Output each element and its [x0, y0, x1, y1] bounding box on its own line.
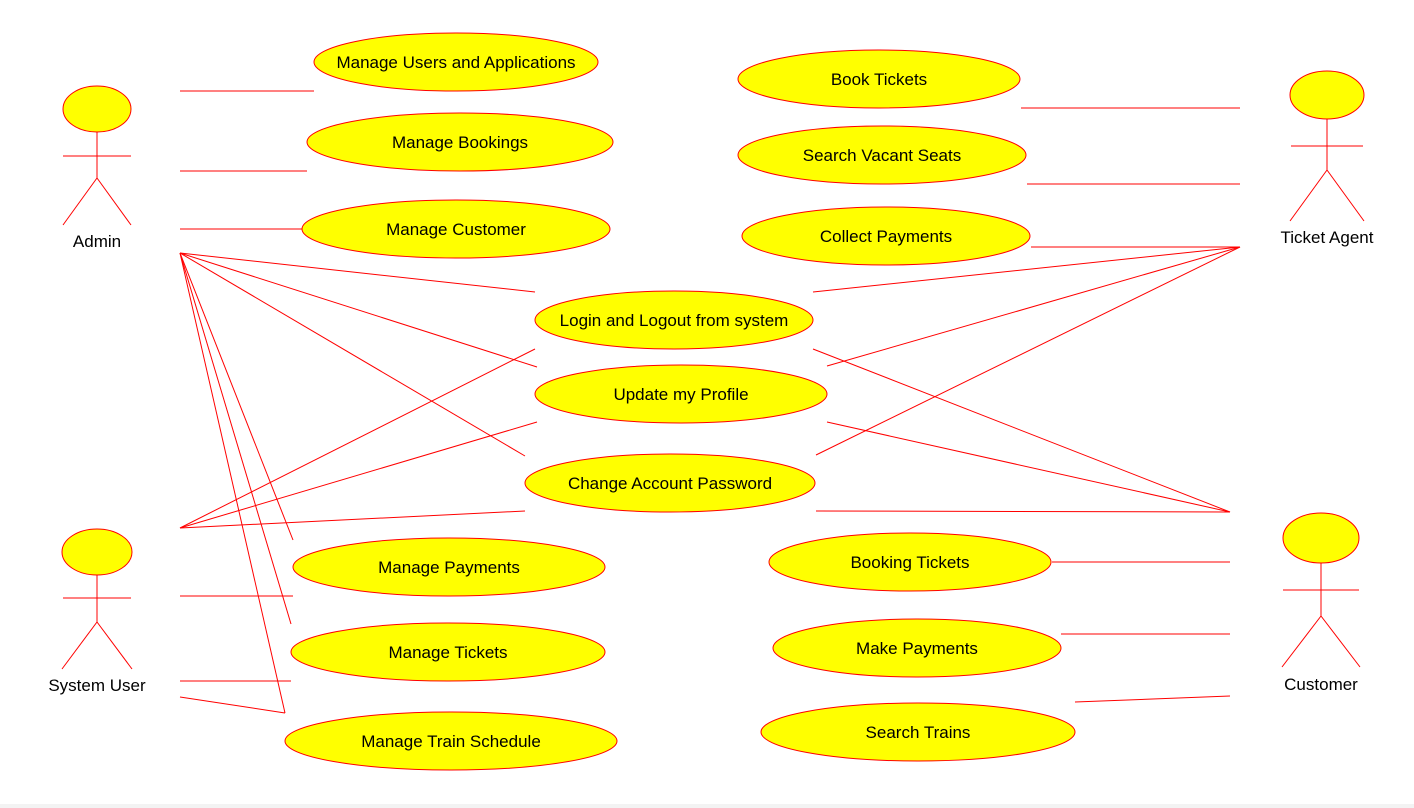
- use-case-label: Manage Train Schedule: [361, 732, 541, 751]
- actor-head: [1289, 70, 1365, 120]
- actor-head: [62, 85, 132, 133]
- use-case-make-payments[interactable]: Make Payments: [772, 618, 1062, 678]
- assoc-admin-manage-tickets: [179, 252, 292, 625]
- assoc-admin-manage-payments: [179, 252, 294, 541]
- use-case-label: Search Vacant Seats: [803, 146, 961, 165]
- assoc-agent-login: [812, 246, 1241, 293]
- use-case-label: Manage Users and Applications: [336, 53, 575, 72]
- use-case-manage-tickets[interactable]: Manage Tickets: [290, 622, 606, 682]
- use-case-update-profile[interactable]: Update my Profile: [534, 364, 828, 424]
- assoc-sysuser-manage-train-schedule: [179, 696, 286, 714]
- use-case-label: Manage Payments: [378, 558, 520, 577]
- actor-customer[interactable]: Customer: [1281, 512, 1361, 694]
- assoc-admin-change-password: [179, 252, 526, 457]
- use-case-label: Booking Tickets: [850, 553, 969, 572]
- actor-admin[interactable]: Admin: [62, 85, 132, 251]
- use-case-booking-tickets[interactable]: Booking Tickets: [768, 532, 1052, 592]
- bottom-bar: [0, 804, 1414, 808]
- assoc-sysuser-update-profile: [179, 421, 538, 529]
- assoc-admin-update-profile: [179, 252, 538, 368]
- actor-label: Ticket Agent: [1281, 228, 1374, 247]
- use-case-manage-payments[interactable]: Manage Payments: [292, 537, 606, 597]
- actor-label: Customer: [1284, 675, 1358, 694]
- assoc-sysuser-login: [179, 348, 536, 529]
- use-case-login-logout[interactable]: Login and Logout from system: [534, 290, 814, 350]
- use-case-label: Login and Logout from system: [560, 311, 789, 330]
- use-case-label: Manage Bookings: [392, 133, 528, 152]
- assoc-agent-update-profile: [826, 246, 1241, 367]
- use-case-manage-train-schedule[interactable]: Manage Train Schedule: [284, 711, 618, 771]
- use-case-label: Collect Payments: [820, 227, 952, 246]
- assoc-admin-manage-train-schedule: [179, 252, 286, 714]
- use-case-collect-payments[interactable]: Collect Payments: [741, 206, 1031, 266]
- actor-label: System User: [48, 676, 146, 695]
- assoc-admin-login: [179, 252, 536, 293]
- use-case-label: Manage Customer: [386, 220, 526, 239]
- actor-head: [1282, 512, 1360, 564]
- use-case-label: Manage Tickets: [388, 643, 507, 662]
- use-case-label: Update my Profile: [613, 385, 748, 404]
- use-case-book-tickets[interactable]: Book Tickets: [737, 49, 1021, 109]
- use-case-label: Search Trains: [866, 723, 971, 742]
- associations: [179, 90, 1241, 714]
- assoc-customer-login: [812, 348, 1231, 513]
- assoc-customer-update-profile: [826, 421, 1231, 513]
- use-case-manage-bookings[interactable]: Manage Bookings: [306, 112, 614, 172]
- assoc-sysuser-change-password: [179, 510, 526, 529]
- use-case-label: Book Tickets: [831, 70, 927, 89]
- use-case-label: Change Account Password: [568, 474, 772, 493]
- use-case-manage-customer[interactable]: Manage Customer: [301, 199, 611, 259]
- use-case-search-vacant-seats[interactable]: Search Vacant Seats: [737, 125, 1027, 185]
- use-case-search-trains[interactable]: Search Trains: [760, 702, 1076, 762]
- assoc-agent-change-password: [815, 246, 1241, 456]
- actor-label: Admin: [73, 232, 121, 251]
- use-case-change-password[interactable]: Change Account Password: [524, 453, 816, 513]
- actor-head: [61, 528, 133, 576]
- assoc-customer-search-trains: [1074, 695, 1231, 703]
- actor-ticket-agent[interactable]: Ticket Agent: [1281, 70, 1374, 247]
- use-case-manage-users[interactable]: Manage Users and Applications: [313, 32, 599, 92]
- actor-system-user[interactable]: System User: [48, 528, 146, 695]
- use-case-label: Make Payments: [856, 639, 978, 658]
- assoc-customer-change-password: [815, 510, 1231, 513]
